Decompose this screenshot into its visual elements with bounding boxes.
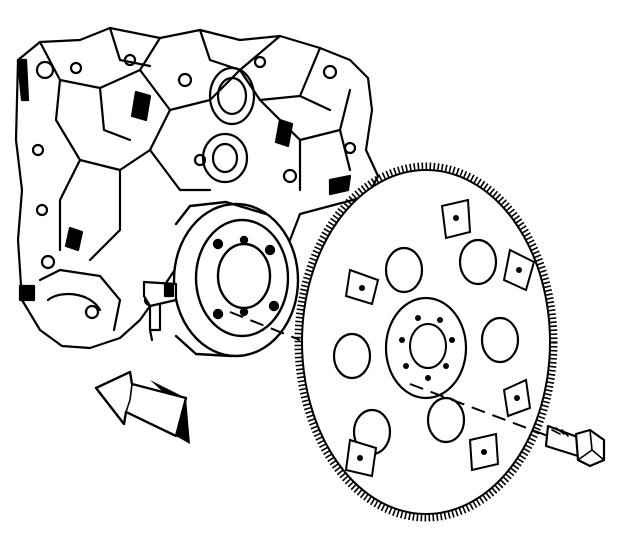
engine-block-icon bbox=[14, 26, 380, 350]
arrow-left-icon bbox=[94, 370, 190, 444]
flexplate-icon bbox=[294, 162, 558, 522]
bolt-icon bbox=[544, 424, 606, 468]
sensor-icon bbox=[142, 280, 178, 342]
flange-icon bbox=[172, 200, 300, 358]
